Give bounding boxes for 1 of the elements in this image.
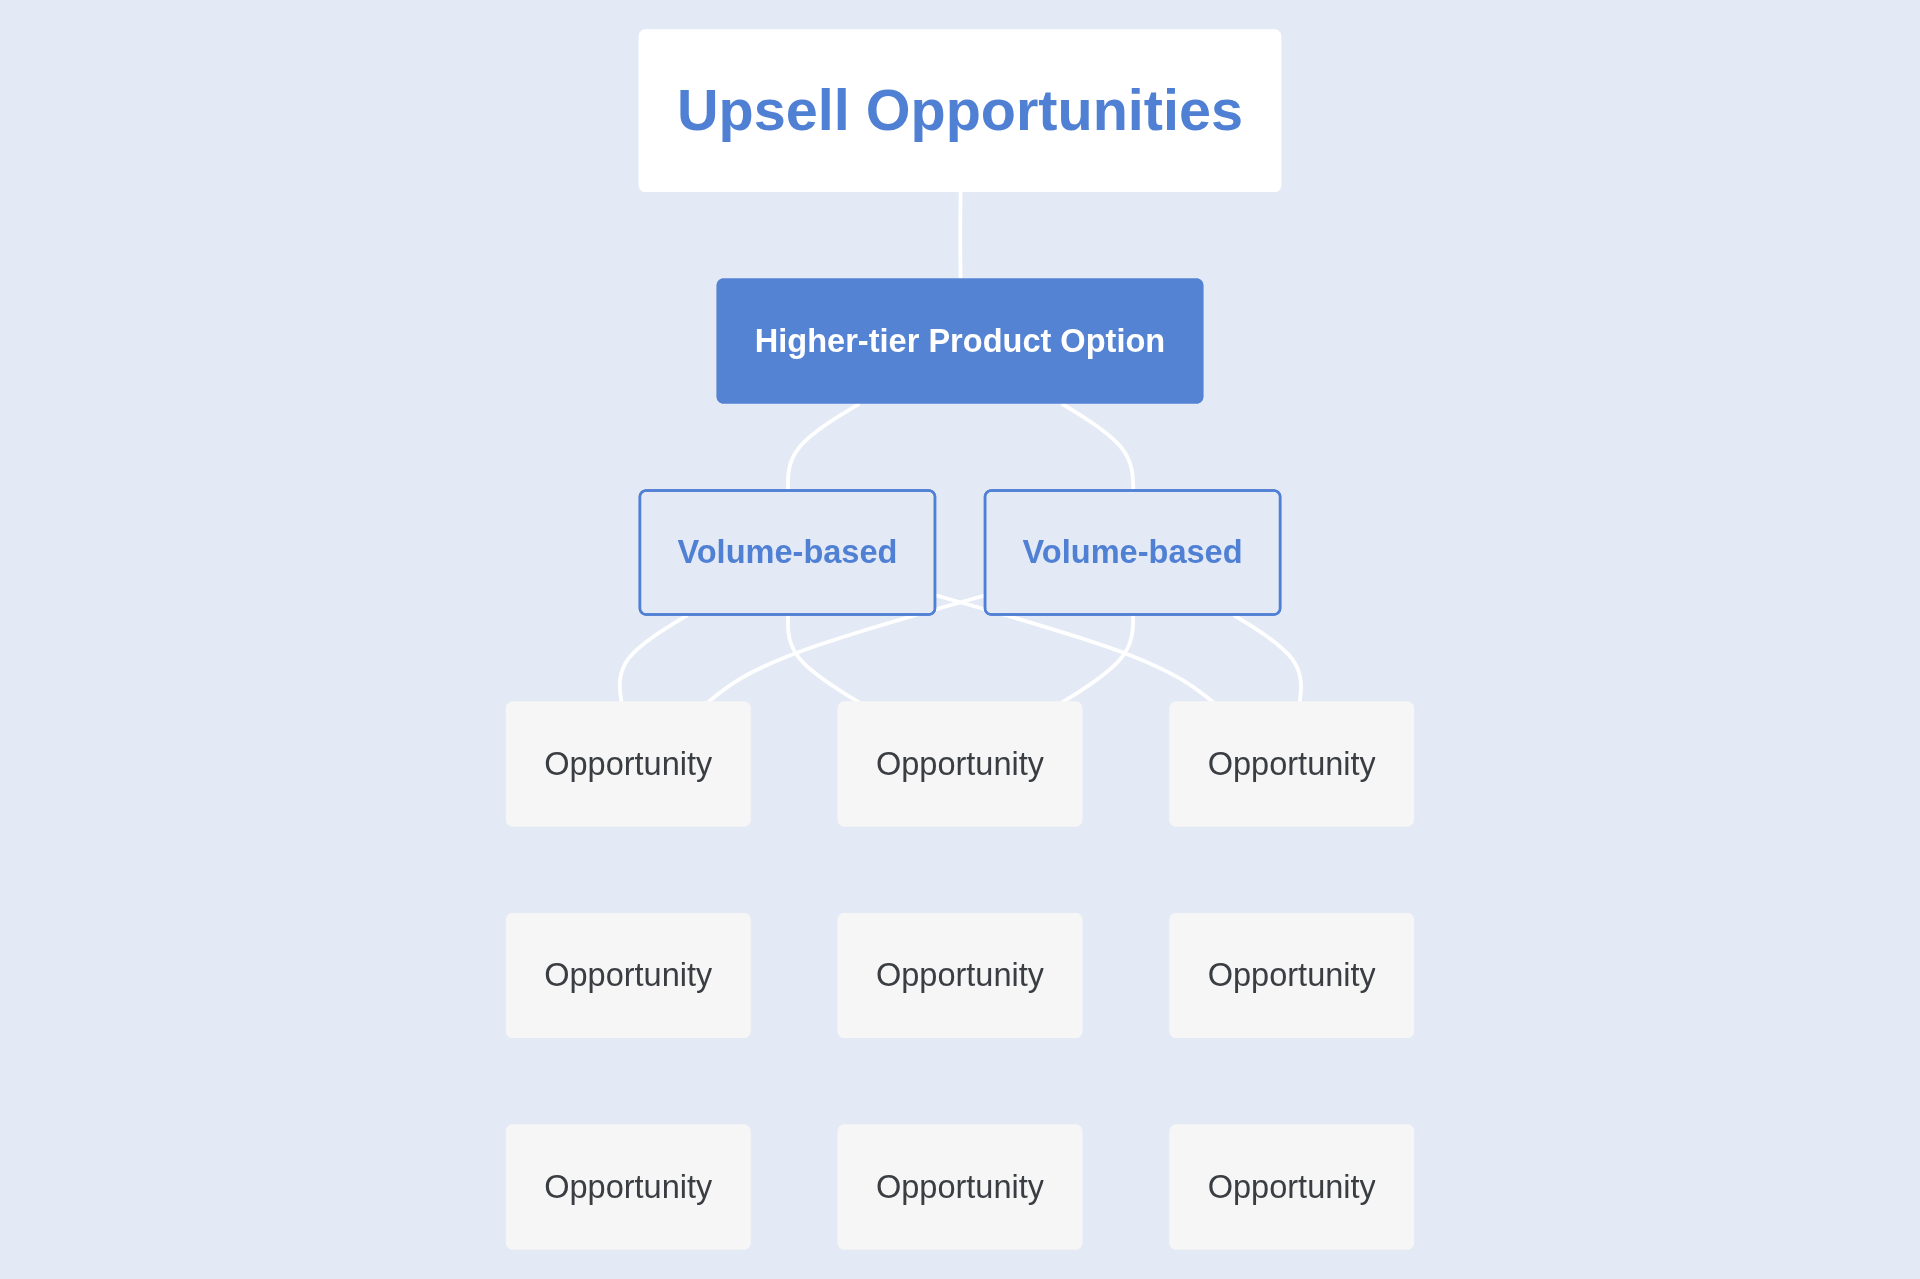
- connector: [958, 192, 963, 280]
